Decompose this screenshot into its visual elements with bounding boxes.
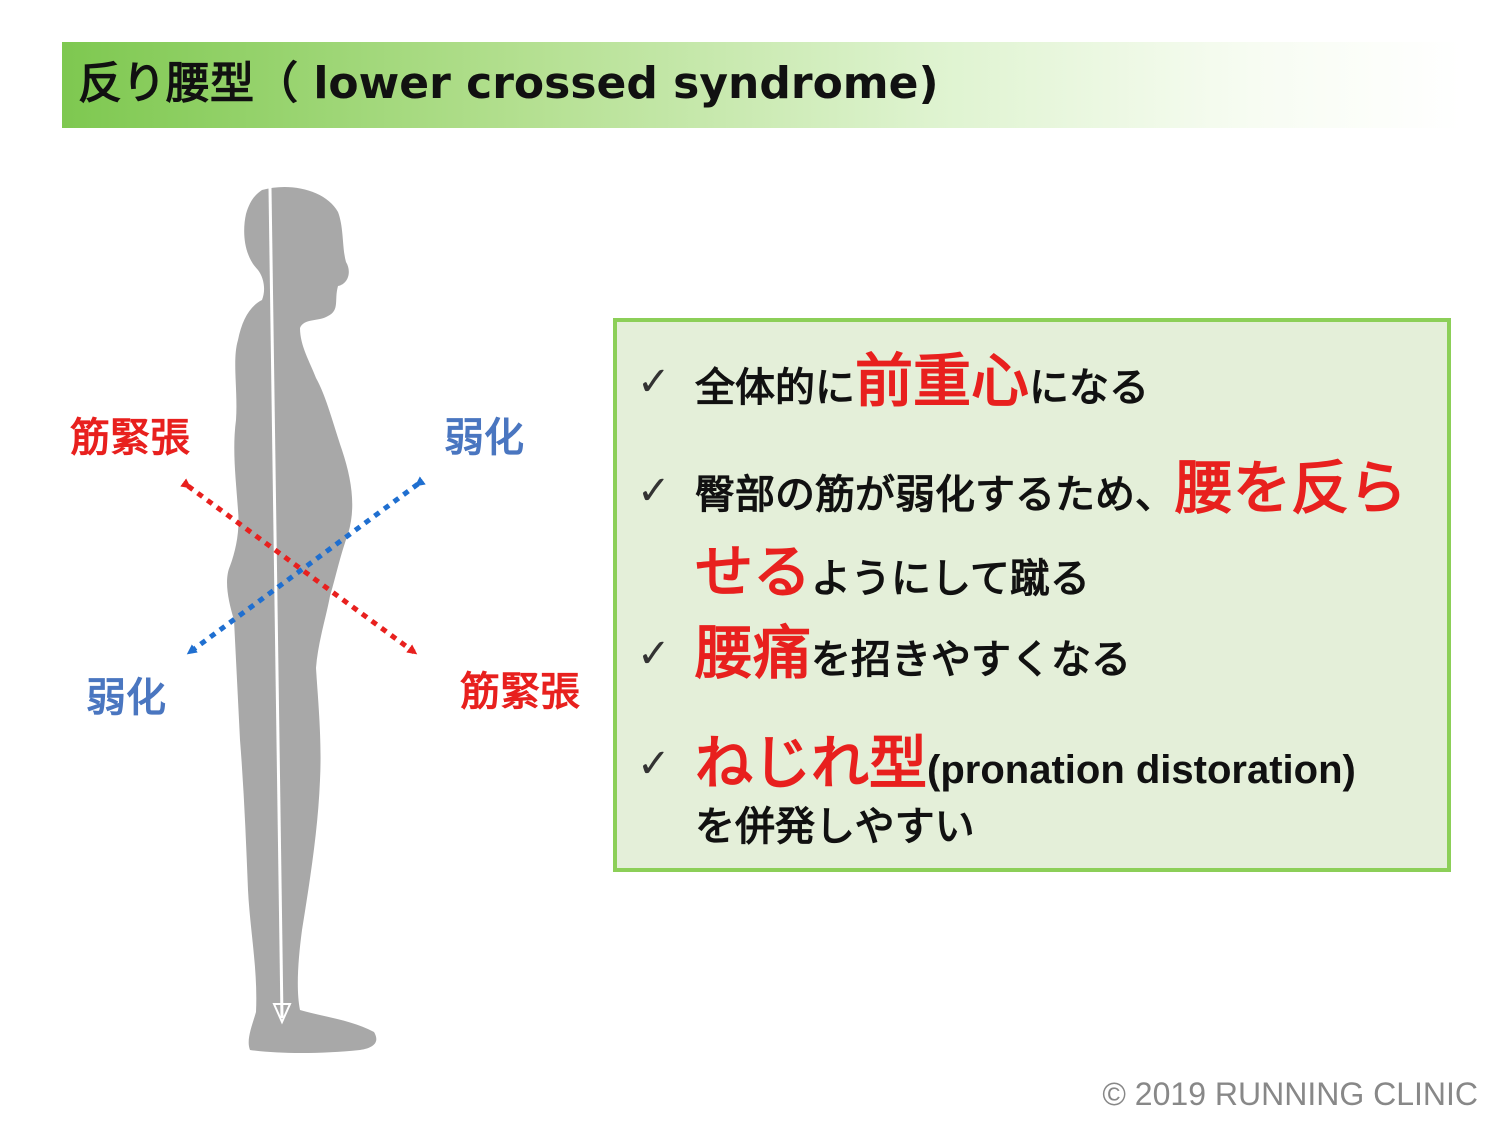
label-weak-lower: 弱化 <box>86 675 166 721</box>
title-bar: 反り腰型（ lower crossed syndrome) <box>62 42 1462 128</box>
page-title: 反り腰型（ lower crossed syndrome) <box>78 58 939 109</box>
item-text: を併発しやすい <box>695 804 975 851</box>
item-text: になる <box>1029 365 1150 411</box>
item-text: 全体的に <box>695 365 855 411</box>
label-weak-upper: 弱化 <box>444 415 524 461</box>
checklist-item: ✓ 腰痛を招きやすくなる <box>637 616 1437 691</box>
copyright: © 2019 RUNNING CLINIC <box>1102 1076 1478 1112</box>
checklist-item: ✓ 全体的に前重心になる <box>637 344 1437 419</box>
info-box: ✓ 全体的に前重心になる ✓ 臀部の筋が弱化するため、腰を反らせるようにして蹴る… <box>613 318 1451 872</box>
plumb-arrowhead <box>272 1003 292 1025</box>
checklist-item: ✓ 臀部の筋が弱化するため、腰を反らせるようにして蹴る <box>637 446 1437 614</box>
check-icon: ✓ <box>637 468 671 514</box>
label-tension-lower: 筋緊張 <box>460 669 580 715</box>
item-text: を招きやすくなる <box>811 637 1132 683</box>
check-icon: ✓ <box>637 741 671 787</box>
item-text: ようにして蹴る <box>811 556 1090 603</box>
checklist-item: ✓ ねじれ型(pronation distoration) を併発しやすい <box>637 726 1437 853</box>
check-icon: ✓ <box>637 359 671 405</box>
item-text: (pronation distoration) <box>927 748 1356 792</box>
item-highlight: 腰を反らせる <box>695 454 1408 607</box>
check-icon: ✓ <box>637 631 671 677</box>
item-highlight: 前重心 <box>855 347 1030 415</box>
body-silhouette <box>227 186 377 1053</box>
item-text: 臀部の筋が弱化するため、 <box>695 472 1175 518</box>
item-highlight: 腰痛 <box>695 619 812 687</box>
item-highlight: ねじれ型 <box>695 729 928 797</box>
label-tension-upper: 筋緊張 <box>70 415 190 461</box>
